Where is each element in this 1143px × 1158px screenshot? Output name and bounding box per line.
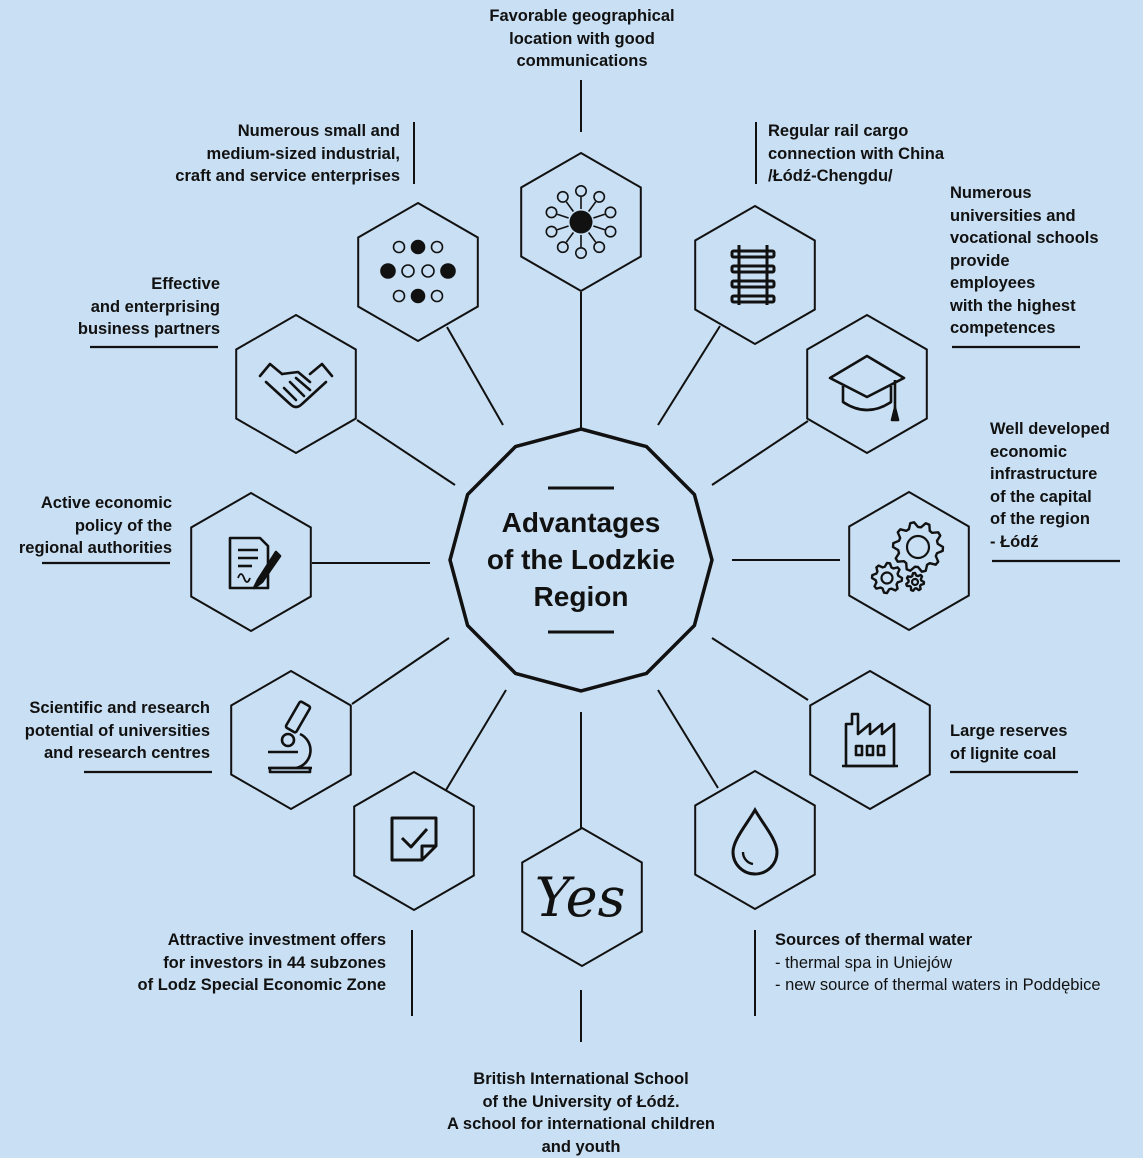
connector-line <box>712 638 808 700</box>
label-line: - Łódź <box>990 531 1110 554</box>
hexagon-lignite <box>810 671 930 809</box>
label-line: British International School <box>410 1068 752 1091</box>
connector-line <box>446 690 506 790</box>
label-line: infrastructure <box>990 463 1110 486</box>
connector-line <box>712 421 808 485</box>
hexagon-thermal <box>695 771 815 909</box>
label-infrastructure: Well developed economic infrastructure o… <box>990 418 1110 553</box>
yes-script-icon: Yes <box>535 866 626 929</box>
label-line: and research centres <box>4 742 210 765</box>
label-line: for investors in 44 subzones <box>80 952 386 975</box>
label-line: Attractive investment offers <box>80 929 386 952</box>
label-line: Well developed <box>990 418 1110 441</box>
label-line: of the University of Łódź. <box>410 1091 752 1114</box>
label-line: universities and <box>950 205 1099 228</box>
graduation-cap-icon <box>830 356 904 420</box>
label-line: of lignite coal <box>950 743 1067 766</box>
label-subline: - thermal spa in Uniejów <box>775 952 1101 975</box>
label-line: Numerous <box>950 182 1099 205</box>
label-line: and youth <box>410 1136 752 1158</box>
label-line: of Lodz Special Economic Zone <box>80 974 386 997</box>
label-line: Active economic <box>2 492 172 515</box>
hexagon-rail <box>695 206 815 344</box>
hexagon-enterprises <box>358 203 478 341</box>
label-partners: Effective and enterprising business part… <box>50 273 220 341</box>
connector-line <box>352 638 449 704</box>
label-line: and enterprising <box>50 296 220 319</box>
label-line: regional authorities <box>2 537 172 560</box>
label-line: Effective <box>50 273 220 296</box>
label-enterprises: Numerous small and medium-sized industri… <box>140 120 400 188</box>
hexagon-infrastructure <box>849 492 969 630</box>
label-thermal: Sources of thermal water - thermal spa i… <box>775 929 1101 997</box>
label-lignite: Large reserves of lignite coal <box>950 720 1067 765</box>
label-line: connection with China <box>768 143 944 166</box>
handshake-icon <box>260 364 332 407</box>
label-line: Sources of thermal water <box>775 929 1101 952</box>
connector-line <box>447 327 503 425</box>
label-line: of the region <box>990 508 1110 531</box>
label-subline: - new source of thermal waters in Poddęb… <box>775 974 1101 997</box>
label-line: vocational schools <box>950 227 1099 250</box>
label-location: Favorable geographical location with goo… <box>452 5 712 73</box>
label-research: Scientific and research potential of uni… <box>4 697 210 765</box>
label-line: craft and service enterprises <box>140 165 400 188</box>
label-school: British International School of the Univ… <box>410 1068 752 1158</box>
label-line: A school for international children <box>410 1113 752 1136</box>
center-title-line: Region <box>455 578 707 615</box>
label-line: location with good <box>452 28 712 51</box>
signed-document-icon <box>230 538 280 588</box>
label-line: Regular rail cargo <box>768 120 944 143</box>
center-title: Advantages of the Lodzkie Region <box>455 504 707 615</box>
label-line: employees <box>950 272 1099 295</box>
label-line: business partners <box>50 318 220 341</box>
label-line: economic <box>990 441 1110 464</box>
hexagon-investment <box>354 772 474 910</box>
label-line: policy of the <box>2 515 172 538</box>
center-title-line: Advantages <box>455 504 707 541</box>
label-line: competences <box>950 317 1099 340</box>
water-drop-icon <box>733 810 777 874</box>
label-line: /Łódź-Chengdu/ <box>768 165 944 188</box>
gears-icon <box>872 522 943 593</box>
label-line: Numerous small and <box>140 120 400 143</box>
connector-line <box>658 690 718 788</box>
microscope-icon <box>268 701 312 772</box>
label-line: Favorable geographical <box>452 5 712 28</box>
checked-note-icon <box>392 818 436 860</box>
dot-grid-icon <box>381 241 455 303</box>
factory-icon <box>842 714 898 766</box>
label-universities: Numerous universities and vocational sch… <box>950 182 1099 340</box>
label-line: medium-sized industrial, <box>140 143 400 166</box>
label-line: provide <box>950 250 1099 273</box>
label-line: Scientific and research <box>4 697 210 720</box>
label-line: potential of universities <box>4 720 210 743</box>
railway-track-icon <box>732 245 774 305</box>
hexagon-policy <box>191 493 311 631</box>
label-policy: Active economic policy of the regional a… <box>2 492 172 560</box>
hexagon-partners <box>236 315 356 453</box>
connector-line <box>357 420 455 485</box>
label-line: of the capital <box>990 486 1110 509</box>
hexagon-research <box>231 671 351 809</box>
connector-line <box>658 326 720 425</box>
center-title-line: of the Lodzkie <box>455 541 707 578</box>
label-line: communications <box>452 50 712 73</box>
label-investment: Attractive investment offers for investo… <box>80 929 386 997</box>
network-hub-icon <box>546 186 615 258</box>
label-rail: Regular rail cargo connection with China… <box>768 120 944 188</box>
label-line: with the highest <box>950 295 1099 318</box>
label-line: Large reserves <box>950 720 1067 743</box>
